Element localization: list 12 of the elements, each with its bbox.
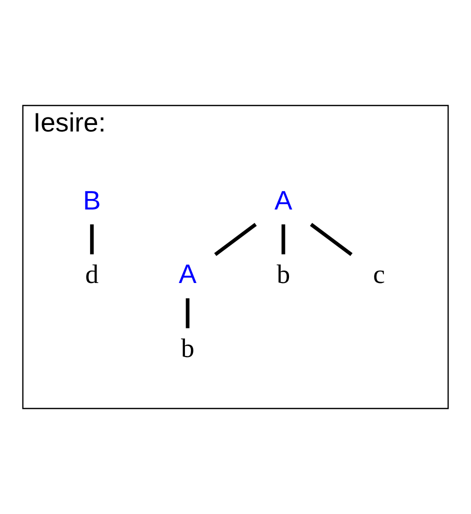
node-text: c [373,259,385,290]
connector [186,298,190,328]
node-text: b [180,333,194,364]
node-text: B [83,185,101,216]
connector [214,222,257,256]
node-text: A [274,185,292,216]
node-text: b [276,259,290,290]
node-text: A [178,259,197,290]
connector [282,224,286,254]
node-text: d [85,259,99,290]
connector [90,224,94,254]
connector [310,222,353,256]
